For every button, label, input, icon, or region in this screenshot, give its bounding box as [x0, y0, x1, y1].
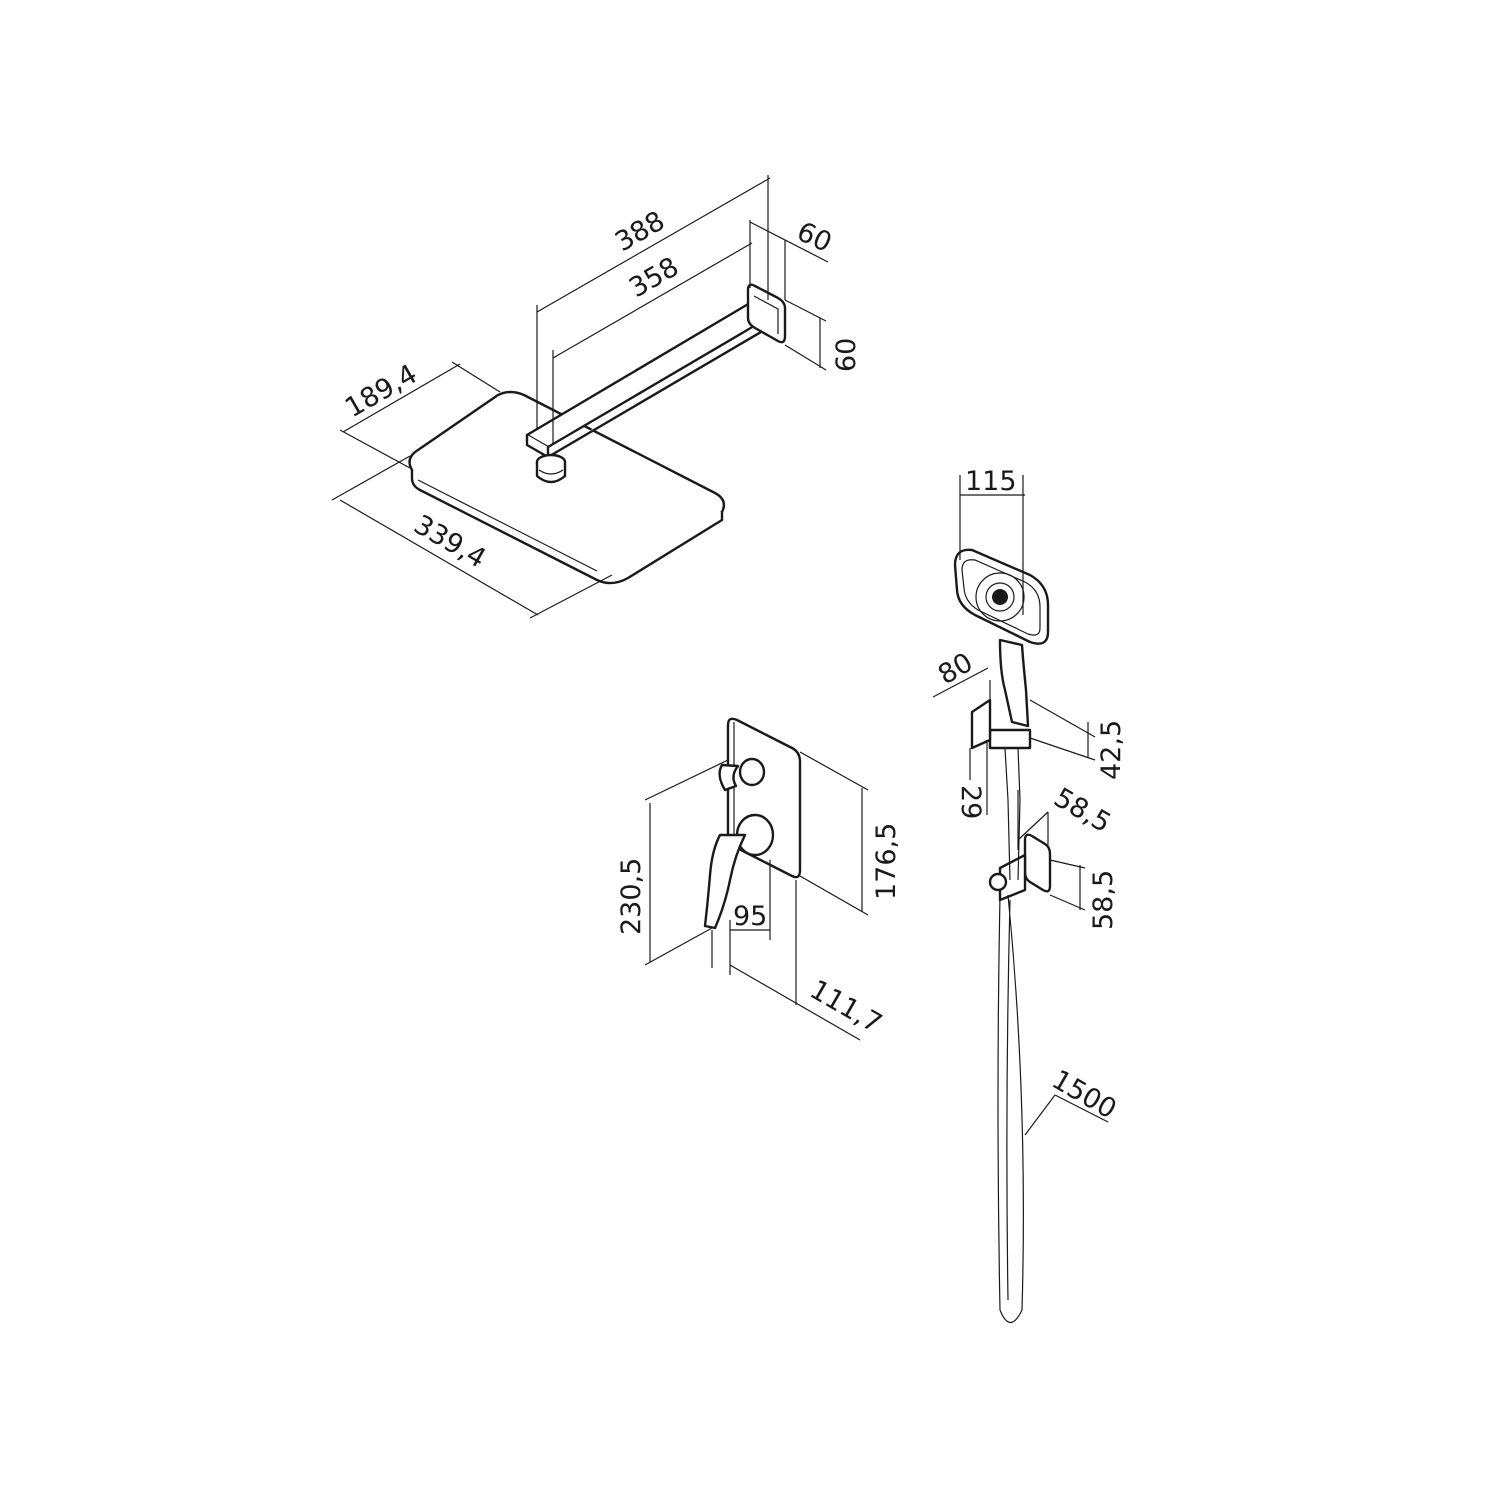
shower-arm — [525, 283, 787, 484]
hand-shower-dimension-lines — [932, 475, 1109, 1136]
mixer-dimension-lines — [644, 751, 869, 1041]
dim-189-4: 189,4 — [340, 359, 422, 424]
mixer-valve — [703, 717, 802, 930]
dim-42-5: 42,5 — [1096, 720, 1127, 780]
overhead-dimension-lines — [331, 175, 829, 619]
dim-230-5: 230,5 — [616, 858, 647, 935]
overhead-shower-head — [408, 390, 726, 585]
dim-388: 388 — [610, 205, 670, 258]
dim-115: 115 — [965, 466, 1017, 497]
dim-60-height: 60 — [831, 338, 862, 372]
dim-111-7: 111,7 — [805, 974, 887, 1039]
dim-60-depth: 60 — [792, 216, 836, 259]
shower-hose — [997, 747, 1024, 1324]
dim-358: 358 — [624, 251, 684, 304]
hand-shower — [953, 548, 1050, 750]
dim-58-5-depth: 58,5 — [1049, 782, 1117, 839]
dim-58-5-height: 58,5 — [1088, 870, 1119, 930]
dim-29: 29 — [955, 785, 986, 819]
wall-outlet — [988, 833, 1052, 902]
dim-80: 80 — [933, 647, 978, 691]
dim-1500: 1500 — [1047, 1064, 1122, 1125]
dim-176-5: 176,5 — [871, 823, 902, 900]
dim-95: 95 — [733, 901, 767, 932]
